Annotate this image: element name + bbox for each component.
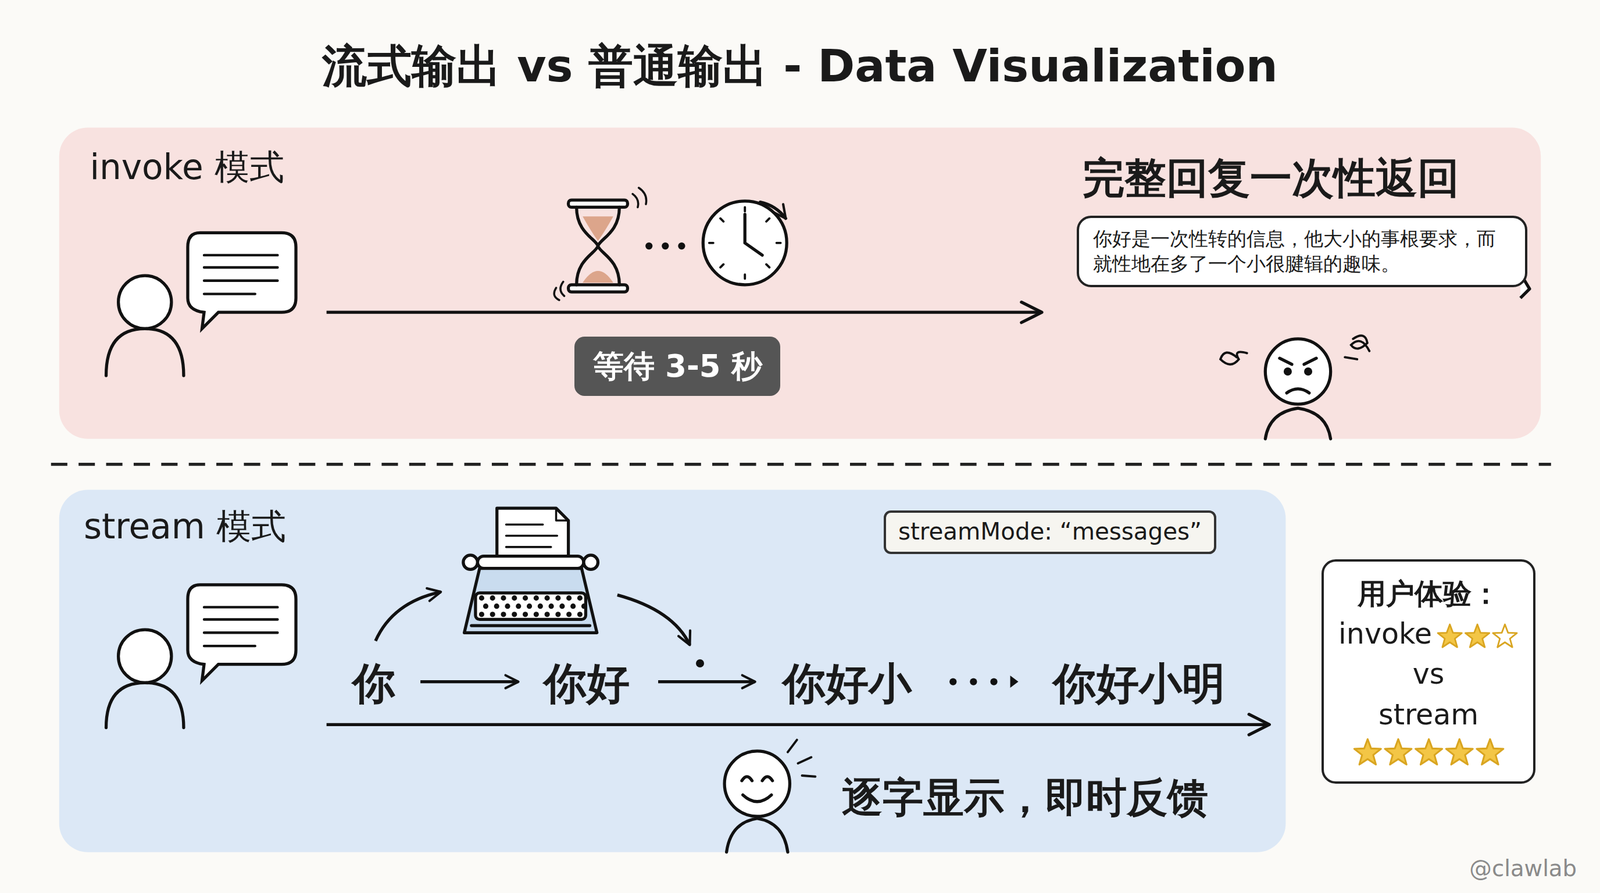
typewriter-key — [544, 595, 550, 601]
reply-text: 你好是一次性转的信息，他大小的事根要求，而就性地在多了一个小很腱辑的趣味。 — [1076, 215, 1528, 288]
node-text: stream — [1378, 696, 1479, 734]
typewriter-key — [494, 603, 500, 609]
typewriter-key — [533, 595, 539, 601]
ellipsis — [645, 242, 685, 250]
typewriter — [463, 508, 599, 633]
typewriter-key — [483, 603, 489, 609]
typewriter-key — [479, 611, 485, 617]
node-text: vs — [1412, 655, 1445, 694]
typewriter-key — [533, 611, 539, 617]
typewriter-key — [500, 611, 506, 617]
node-text: 完整回复一次性返回 — [1082, 151, 1528, 206]
typewriter-key — [555, 611, 561, 617]
star-rating — [1436, 622, 1519, 650]
token-arrow — [658, 680, 756, 684]
typewriter-key — [581, 603, 587, 609]
typewriter-key — [570, 603, 576, 609]
reply-callout: 完整回复一次性返回你好是一次性转的信息，他大小的事根要求，而就性地在多了一个小很… — [1076, 151, 1528, 288]
wait-arrow — [326, 311, 1042, 314]
token-text: 你好小明 — [1052, 655, 1225, 714]
invoke-panel-fill — [59, 127, 1541, 439]
typewriter-key — [522, 611, 528, 617]
token-text: 你 — [352, 655, 396, 714]
typewriter-key — [490, 611, 496, 617]
typewriter-key — [500, 595, 506, 601]
node-text: stream 模式 — [83, 504, 287, 550]
node-text: 逐字显示，即时反馈 — [841, 771, 1209, 825]
typewriter-key — [479, 595, 485, 601]
typewriter-key — [526, 603, 532, 609]
clock — [702, 201, 787, 285]
flow-arrow — [617, 594, 691, 645]
rating-box: 用户体验：invokevsstream — [1321, 559, 1537, 784]
title: 流式输出 vs 普通输出 - Data Visualization — [0, 36, 1600, 98]
typewriter-key — [566, 611, 572, 617]
hourglass — [554, 187, 646, 300]
node-text: 等待 3-5 秒 — [593, 346, 763, 387]
typewriter-key — [544, 611, 550, 617]
typewriter-key — [511, 595, 517, 601]
typewriter-key — [522, 595, 528, 601]
timeline-arrow — [326, 723, 1269, 727]
node-text: 用户体验： — [1357, 575, 1500, 613]
wait-pill: 等待 3-5 秒 — [574, 336, 781, 396]
user-icon — [106, 232, 296, 376]
typewriter-key — [577, 595, 583, 601]
typewriter-key — [490, 595, 496, 601]
stream-panel-fill — [59, 490, 1287, 853]
typewriter-key — [566, 595, 572, 601]
typewriter-key — [511, 611, 517, 617]
user-icon — [106, 584, 296, 728]
flow-arrow — [375, 591, 441, 641]
watermark: @clawlab — [1469, 855, 1577, 882]
typewriter-key — [555, 595, 561, 601]
token-arrow — [420, 680, 519, 684]
invoke-panel: invoke 模式等待 3-5 秒 完整回复一次性返回你好是一次性转的信息，他大小… — [59, 127, 1541, 439]
star-rating — [1352, 736, 1506, 768]
ellipsis — [949, 675, 1019, 688]
node-text: streamMode: “messages” — [898, 516, 1202, 548]
node-text: invoke 模式 — [89, 144, 284, 191]
annoyed-user — [1220, 335, 1370, 439]
typewriter-key — [548, 603, 555, 609]
dot — [695, 659, 705, 668]
token-text: 你好 — [543, 655, 630, 714]
typewriter-key — [559, 603, 565, 609]
typewriter-key — [577, 611, 583, 617]
token-text: 你好小 — [782, 655, 912, 714]
typewriter-key — [504, 603, 510, 609]
typewriter-key — [515, 603, 521, 609]
stream-mode-tag: streamMode: “messages” — [883, 510, 1217, 555]
node-text: invoke — [1338, 615, 1519, 653]
typewriter-key — [537, 603, 544, 609]
divider — [51, 462, 1552, 466]
happy-user — [724, 740, 816, 853]
